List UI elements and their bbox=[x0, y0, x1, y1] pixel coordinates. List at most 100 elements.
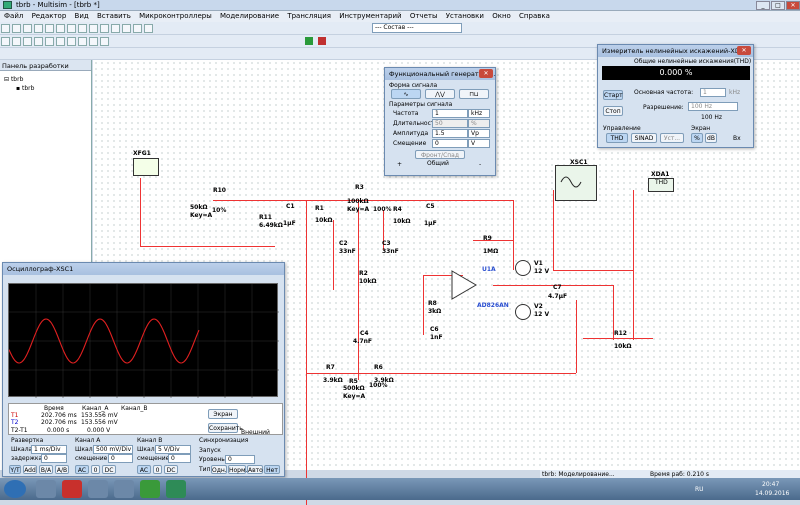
square-wave-button[interactable]: ⊓⊔ bbox=[459, 89, 489, 99]
chb-ac-button[interactable]: AC bbox=[137, 465, 151, 474]
normal-button[interactable]: Норм. bbox=[228, 465, 248, 474]
offset-input[interactable]: 0 bbox=[432, 139, 468, 148]
chb-dc-button[interactable]: DC bbox=[164, 465, 178, 474]
taskbar-explorer[interactable] bbox=[36, 480, 56, 498]
fund-freq-input[interactable]: 1 bbox=[700, 88, 726, 97]
save-button[interactable]: Сохранить bbox=[208, 423, 243, 433]
freq-input[interactable]: 1 bbox=[432, 109, 468, 118]
power-icon[interactable] bbox=[100, 37, 109, 46]
language-indicator[interactable]: RU bbox=[695, 486, 704, 493]
zoom-in-icon[interactable] bbox=[111, 24, 120, 33]
taskbar-opera[interactable] bbox=[62, 480, 82, 498]
cut-icon[interactable] bbox=[45, 24, 54, 33]
open-icon[interactable] bbox=[12, 24, 21, 33]
menu-reports[interactable]: Отчеты bbox=[409, 12, 438, 20]
redo-icon[interactable] bbox=[89, 24, 98, 33]
paste-icon[interactable] bbox=[67, 24, 76, 33]
indicator-icon[interactable] bbox=[89, 37, 98, 46]
tree-root[interactable]: ⊟ tbrb bbox=[4, 76, 24, 83]
duty-input[interactable]: 50 bbox=[432, 119, 468, 128]
thd-mode-button[interactable]: THD bbox=[606, 133, 628, 143]
close-button[interactable]: ✕ bbox=[786, 1, 800, 10]
percent-button[interactable]: % bbox=[691, 133, 703, 143]
yt-button[interactable]: Y/T bbox=[9, 465, 21, 474]
add-button[interactable]: Add bbox=[23, 465, 37, 474]
oscilloscope-symbol[interactable] bbox=[555, 165, 597, 201]
thd-close-button[interactable]: ✕ bbox=[737, 46, 751, 55]
transistor-icon[interactable] bbox=[34, 37, 43, 46]
single-button[interactable]: Одн. bbox=[211, 465, 227, 474]
menu-transfer[interactable]: Трансляция bbox=[287, 12, 331, 20]
minimize-button[interactable]: _ bbox=[756, 1, 770, 10]
sinad-mode-button[interactable]: SINAD bbox=[631, 133, 657, 143]
thd-stop-button[interactable]: Стоп bbox=[603, 106, 623, 116]
mcu-icon[interactable] bbox=[78, 37, 87, 46]
menu-edit[interactable]: Редактор bbox=[31, 12, 67, 20]
opamp-symbol[interactable] bbox=[451, 270, 477, 300]
basic-icon[interactable] bbox=[12, 37, 21, 46]
menu-tools[interactable]: Инструментарий bbox=[339, 12, 402, 20]
zoom-out-icon[interactable] bbox=[122, 24, 131, 33]
reverse-screen-button[interactable]: Экран bbox=[208, 409, 238, 419]
duty-unit[interactable]: % bbox=[468, 119, 490, 128]
save-icon[interactable] bbox=[23, 24, 32, 33]
timebase-scale-input[interactable]: 1 ms/Div bbox=[31, 445, 67, 454]
v1-source-symbol[interactable] bbox=[515, 260, 531, 276]
trigger-level-input[interactable]: 0 bbox=[225, 455, 255, 464]
tree-child[interactable]: ▪ tbrb bbox=[16, 85, 35, 92]
chb-zero-button[interactable]: 0 bbox=[153, 465, 162, 474]
ab-button[interactable]: A/B bbox=[55, 465, 69, 474]
resolution-select[interactable]: 100 Hz bbox=[688, 102, 738, 111]
triangle-wave-button[interactable]: ⋀⋁ bbox=[425, 89, 455, 99]
analog-icon[interactable] bbox=[45, 37, 54, 46]
menu-mcu[interactable]: Микроконтроллеры bbox=[139, 12, 212, 20]
diode-icon[interactable] bbox=[23, 37, 32, 46]
cha-offset-input[interactable]: 0 bbox=[108, 454, 133, 463]
ba-button[interactable]: B/A bbox=[39, 465, 53, 474]
auto-button[interactable]: Авто bbox=[247, 465, 263, 474]
amp-unit[interactable]: Vp bbox=[468, 129, 490, 138]
thd-start-button[interactable]: Старт bbox=[603, 90, 623, 100]
start-button[interactable] bbox=[4, 480, 26, 498]
x-position-input[interactable]: 0 bbox=[41, 454, 67, 463]
ttl-icon[interactable] bbox=[56, 37, 65, 46]
stop-icon[interactable] bbox=[318, 37, 326, 45]
menu-window[interactable]: Окно bbox=[492, 12, 511, 20]
cha-zero-button[interactable]: 0 bbox=[91, 465, 100, 474]
cha-scale-input[interactable]: 500 mV/Div bbox=[93, 445, 133, 454]
menu-file[interactable]: Файл bbox=[4, 12, 24, 20]
taskbar-app-5[interactable] bbox=[140, 480, 160, 498]
zoom-fit-icon[interactable] bbox=[144, 24, 153, 33]
chb-offset-input[interactable]: 0 bbox=[168, 454, 191, 463]
v2-source-symbol[interactable] bbox=[515, 304, 531, 320]
menu-options[interactable]: Установки bbox=[445, 12, 484, 20]
menu-simulate[interactable]: Моделирование bbox=[220, 12, 280, 20]
none-button[interactable]: Нет bbox=[264, 465, 280, 474]
fullscreen-icon[interactable] bbox=[100, 24, 109, 33]
new-icon[interactable] bbox=[1, 24, 10, 33]
cha-dc-button[interactable]: DC bbox=[102, 465, 116, 474]
db-button[interactable]: dB bbox=[705, 133, 717, 143]
funcgen-close-button[interactable]: ✕ bbox=[479, 69, 493, 78]
cha-ac-button[interactable]: AC bbox=[75, 465, 89, 474]
source-icon[interactable] bbox=[1, 37, 10, 46]
zoom-area-icon[interactable] bbox=[133, 24, 142, 33]
maximize-button[interactable]: □ bbox=[771, 1, 785, 10]
menu-help[interactable]: Справка bbox=[519, 12, 550, 20]
menu-view[interactable]: Вид bbox=[74, 12, 89, 20]
settings-button[interactable]: Уст... bbox=[660, 133, 684, 143]
taskbar-app-4[interactable] bbox=[114, 480, 134, 498]
chb-scale-input[interactable]: 5 V/Div bbox=[155, 445, 191, 454]
freq-unit[interactable]: kHz bbox=[468, 109, 490, 118]
taskbar-app-3[interactable] bbox=[88, 480, 108, 498]
offset-unit[interactable]: V bbox=[468, 139, 490, 148]
distortion-analyzer-symbol[interactable]: THD bbox=[648, 178, 674, 192]
sine-wave-button[interactable]: ∿ bbox=[391, 89, 421, 99]
function-generator-symbol[interactable] bbox=[133, 158, 159, 176]
menu-insert[interactable]: Вставить bbox=[96, 12, 131, 20]
copy-icon[interactable] bbox=[56, 24, 65, 33]
amp-input[interactable]: 1.5 bbox=[432, 129, 468, 138]
in-use-list-combo[interactable]: --- Состав --- bbox=[372, 23, 462, 33]
cmos-icon[interactable] bbox=[67, 37, 76, 46]
run-icon[interactable] bbox=[305, 37, 313, 45]
